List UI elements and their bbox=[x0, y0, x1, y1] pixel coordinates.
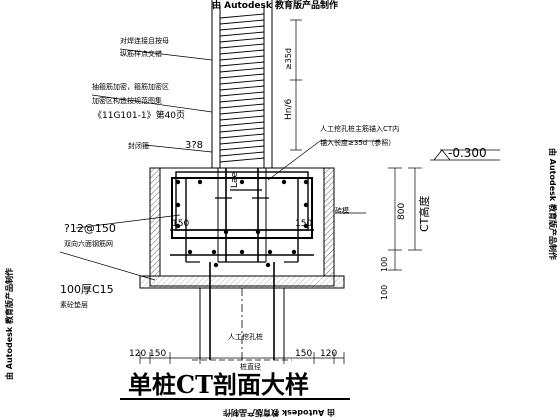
leader-lines bbox=[59, 48, 380, 281]
ct-height-label: CT高度 bbox=[417, 196, 431, 232]
cushion-hatch bbox=[140, 276, 344, 288]
stirrup-line bbox=[219, 115, 265, 121]
rebar-dot bbox=[187, 249, 193, 255]
note-encrypt-3: 《11G101-1》第40页 bbox=[93, 109, 185, 121]
dim-150-left-inner: 150 bbox=[172, 219, 189, 229]
stirrup-line bbox=[219, 157, 265, 163]
stirrup-line bbox=[219, 121, 265, 127]
rebar-dot bbox=[303, 179, 309, 185]
stirrup-line bbox=[219, 67, 265, 73]
stirrup-line bbox=[219, 73, 265, 79]
cushion-label: 素砼垫层 bbox=[60, 300, 88, 309]
pile-note-1: 人工挖孔桩主筋锚入CT内 bbox=[320, 124, 399, 133]
tie-label: 封闭箍 bbox=[128, 141, 149, 150]
rebar-dot bbox=[239, 179, 245, 185]
pile-note-2: 锚入长度≥35d（参照） bbox=[320, 138, 395, 147]
cushion-value: 100厚C15 bbox=[60, 283, 114, 296]
rebar-dot bbox=[255, 229, 261, 235]
dim-100a: 100 bbox=[380, 285, 389, 300]
rebar-dot bbox=[197, 179, 203, 185]
stirrup-line bbox=[219, 91, 265, 97]
stirrup-line bbox=[219, 85, 265, 91]
dim-800: 800 bbox=[397, 203, 407, 220]
dim-150-left: 150 bbox=[149, 349, 166, 359]
stirrup-line bbox=[219, 49, 265, 55]
brick-label: 砖模 bbox=[335, 206, 349, 215]
note-lap-1: 对焊连接且按母 bbox=[120, 36, 169, 45]
rebar-dot bbox=[211, 249, 217, 255]
rebar-dot bbox=[175, 223, 181, 229]
brick-wall-right bbox=[324, 168, 334, 276]
stirrup-line bbox=[219, 103, 265, 109]
pile-label: 人工挖孔桩 bbox=[228, 332, 263, 341]
rebar-dot bbox=[223, 229, 229, 235]
rebar-dot bbox=[303, 202, 309, 208]
mesh-value: ?12@150 bbox=[64, 222, 116, 235]
stirrup-line bbox=[219, 151, 265, 157]
rebar-dot bbox=[281, 179, 287, 185]
dim-150-right-inner: 150 bbox=[295, 219, 312, 229]
stirrup-line bbox=[219, 97, 265, 103]
drawing-title: 单桩CT剖面大样 bbox=[128, 370, 309, 399]
tie-value: 3?8 bbox=[185, 140, 203, 151]
elevation-text: -0.300 bbox=[448, 146, 487, 160]
stirrup-line bbox=[219, 37, 265, 43]
column-dims bbox=[290, 19, 302, 151]
column bbox=[211, 0, 273, 168]
rebar-dot bbox=[291, 249, 297, 255]
stirrup-line bbox=[219, 109, 265, 115]
dim-120-right: 120 bbox=[320, 349, 337, 359]
dim-100b: 100 bbox=[380, 257, 389, 272]
dim-150-right: 150 bbox=[295, 349, 312, 359]
note-lap-2: 纵筋样点交错 bbox=[120, 49, 162, 58]
dim-120-left: 120 bbox=[129, 349, 146, 359]
elevation-marker bbox=[430, 149, 500, 161]
stirrup-line bbox=[219, 133, 265, 139]
pile bbox=[192, 262, 292, 362]
watermark-bottom: 由 Autodesk 教育版产品制作 bbox=[223, 408, 335, 418]
stirrup-line bbox=[219, 55, 265, 61]
lae-label: Lae bbox=[230, 171, 240, 188]
stirrup-line bbox=[219, 25, 265, 31]
bottom-dims bbox=[139, 352, 345, 364]
note-encrypt-2: 加密区构造按规范图集 bbox=[92, 96, 162, 105]
rebar-dot bbox=[213, 262, 219, 268]
note-encrypt-1: 抽箍筋加密，箍筋加密区 bbox=[92, 82, 169, 91]
stirrup-line bbox=[219, 139, 265, 145]
rebar-dot bbox=[239, 249, 245, 255]
stirrup-line bbox=[219, 145, 265, 151]
rebar-dot bbox=[265, 262, 271, 268]
watermark-left: 由 Autodesk 教育版产品制作 bbox=[4, 268, 14, 380]
rebar-dot bbox=[175, 202, 181, 208]
stirrup-line bbox=[219, 79, 265, 85]
watermark-right: 由 Autodesk 教育版产品制作 bbox=[548, 148, 558, 260]
stirrup-line bbox=[219, 127, 265, 133]
stirrup-line bbox=[219, 43, 265, 49]
rebar-dots bbox=[175, 179, 309, 268]
stirrup-line bbox=[219, 13, 265, 19]
stirrup-line bbox=[219, 61, 265, 67]
cap-height-dims bbox=[388, 167, 422, 271]
watermark-top: 由 Autodesk 教育版产品制作 bbox=[212, 0, 338, 11]
dim-hn6-text: Hn/6 bbox=[284, 98, 294, 120]
rebar-dot bbox=[267, 249, 273, 255]
rebar-dot bbox=[175, 179, 181, 185]
rebar-dot bbox=[303, 223, 309, 229]
mesh-label: 双向六面钢筋网 bbox=[64, 239, 113, 248]
stirrup-line bbox=[219, 31, 265, 37]
stirrup-line bbox=[219, 19, 265, 25]
pile-dia-label: 桩直径 bbox=[240, 362, 261, 371]
brick-wall-left bbox=[150, 168, 160, 276]
dim-35d-text: ≥35d bbox=[284, 48, 293, 70]
